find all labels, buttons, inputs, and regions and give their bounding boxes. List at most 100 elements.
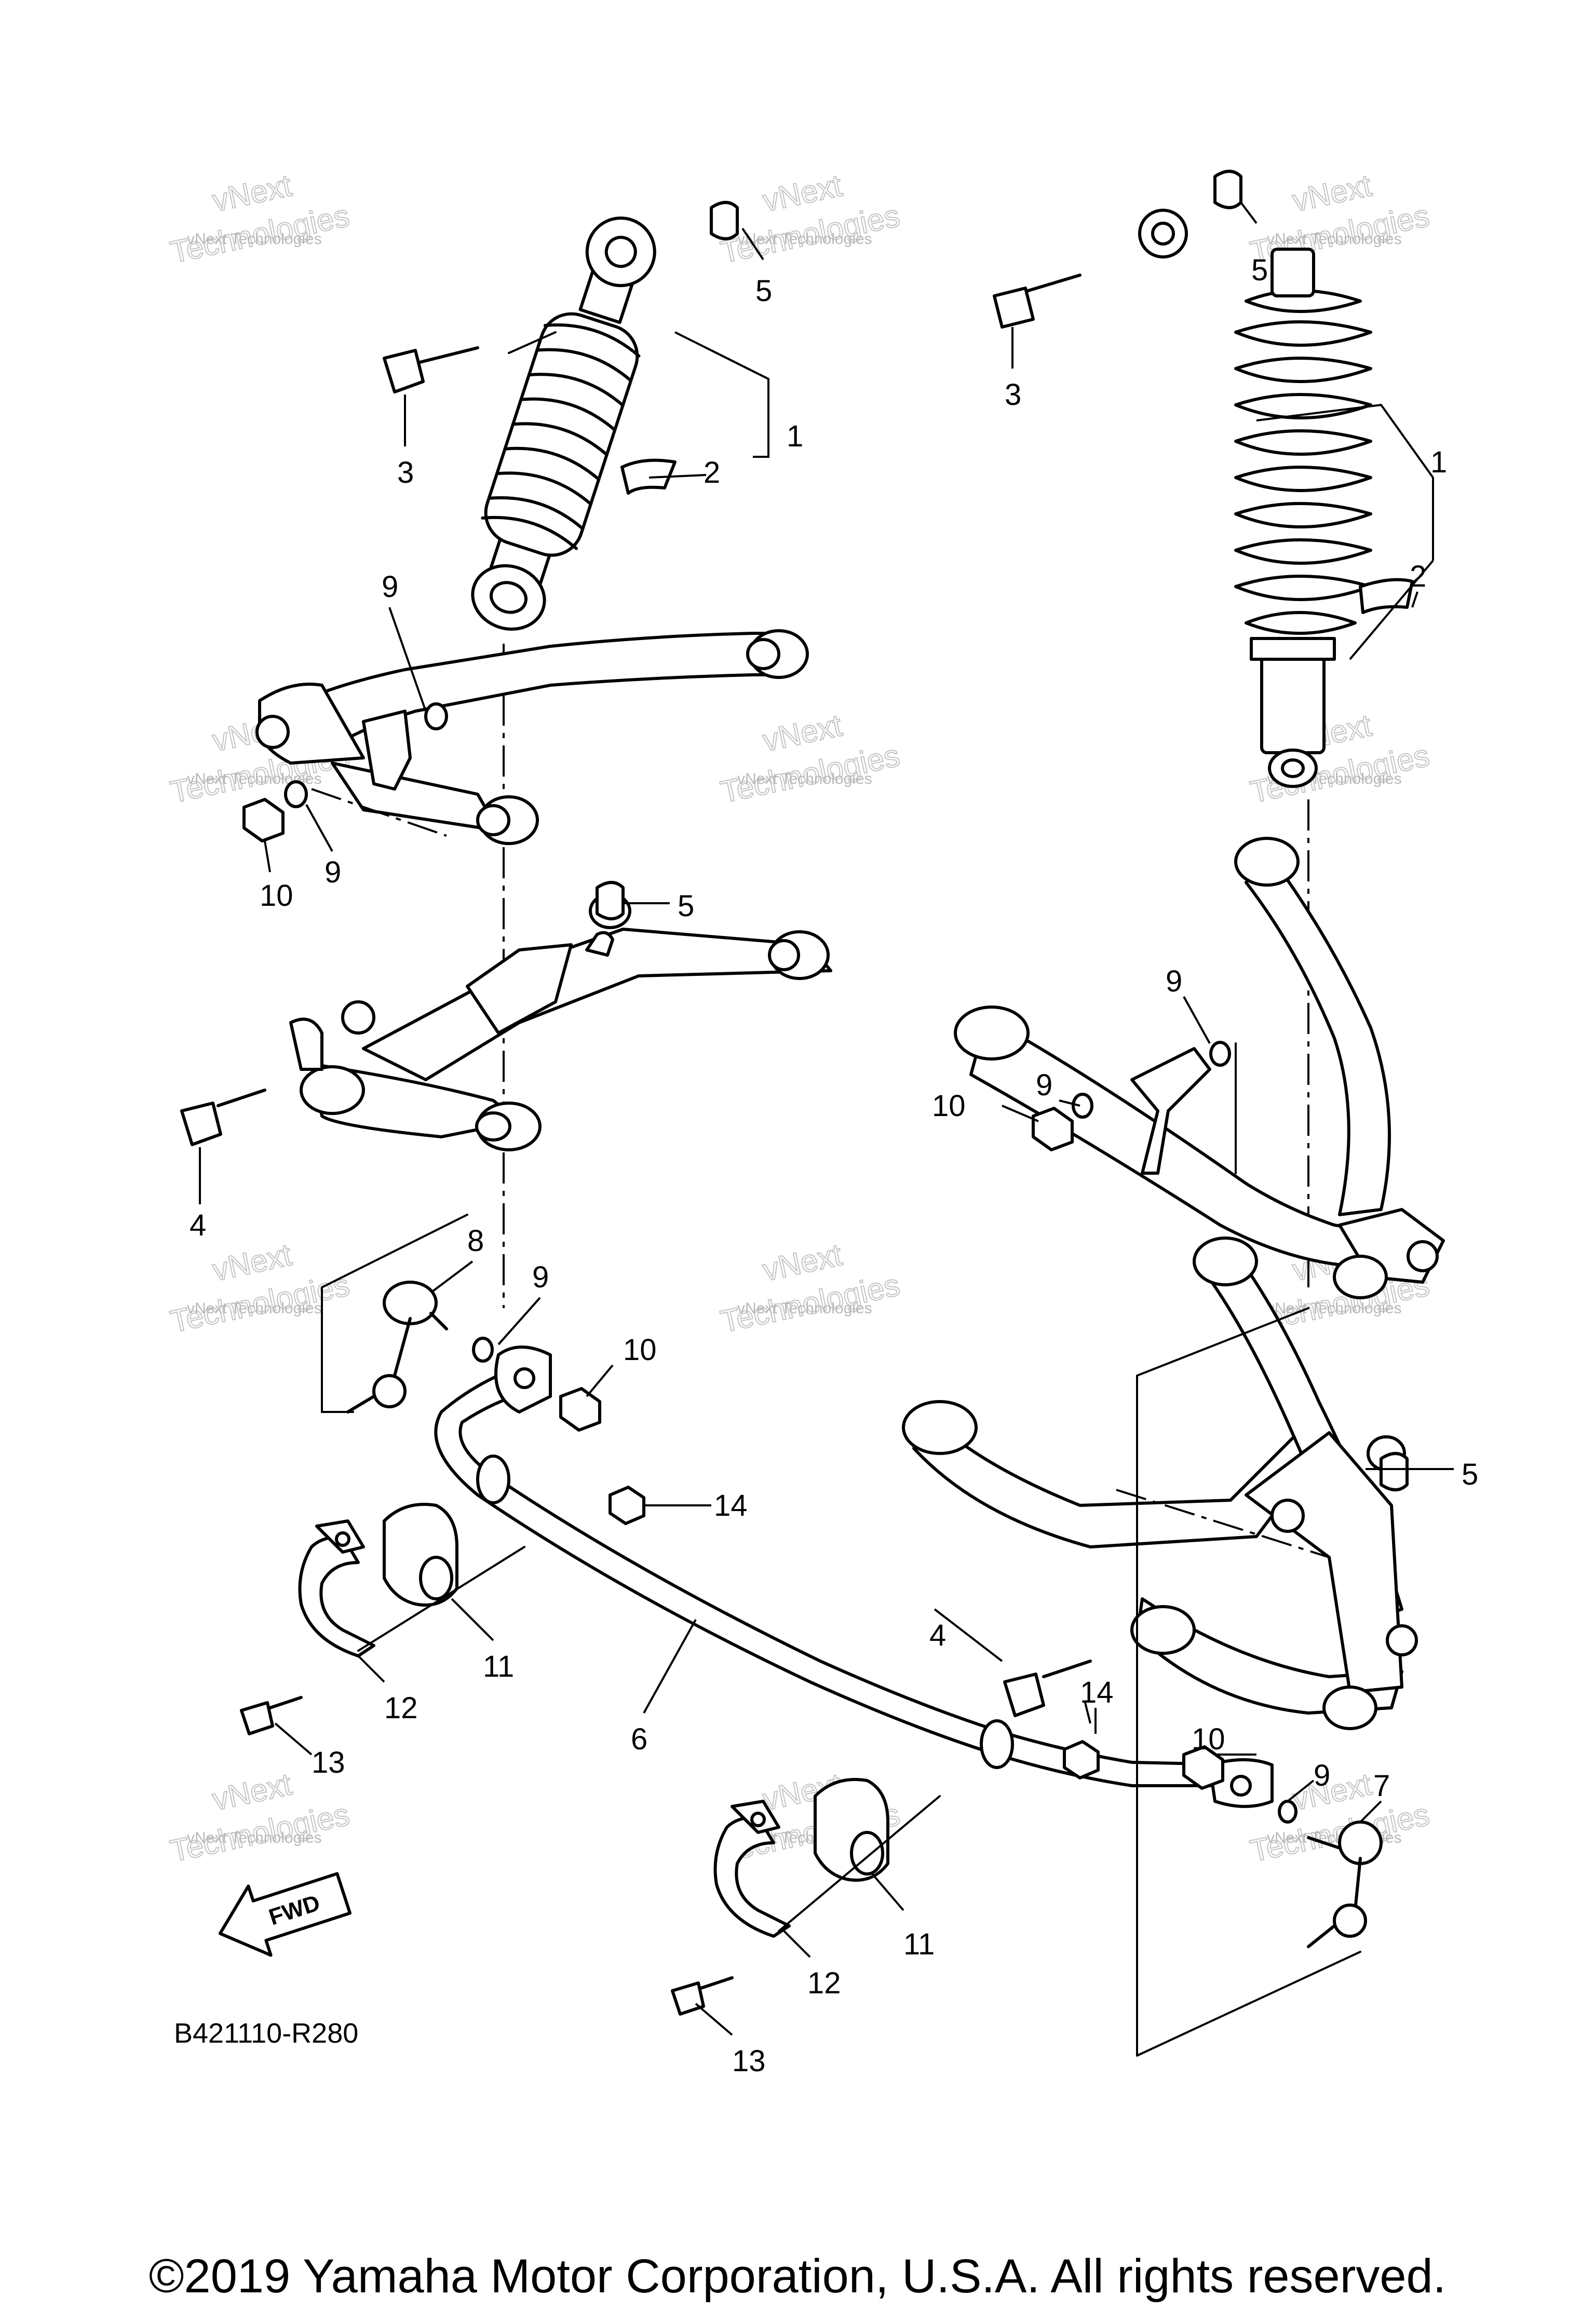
- watermark-small: vNext Technologies: [737, 770, 872, 787]
- stabilizer-link-right: [1307, 1820, 1383, 1948]
- watermark-small: vNext Technologies: [737, 1300, 872, 1317]
- callout-5: 5: [755, 274, 772, 308]
- callout-1: 1: [1430, 445, 1447, 479]
- nut-icon: [1032, 1107, 1074, 1151]
- stabilizer-link-left: [346, 1281, 448, 1414]
- callout-11: 11: [903, 1927, 935, 1961]
- callout-numbers: 1 1 2 2 3 3 4 4 5 5 5 5 6 7 8 9 9 9 9 9 …: [190, 253, 1478, 2078]
- callout-3: 3: [397, 456, 414, 490]
- callout-14: 14: [1080, 1676, 1114, 1709]
- washer-icon: [424, 702, 448, 730]
- callout-2: 2: [1410, 560, 1426, 593]
- callout-13: 13: [312, 1746, 345, 1779]
- watermark-top: vNext: [760, 168, 845, 218]
- callout-10: 10: [623, 1333, 657, 1367]
- label-plate-right: [1359, 578, 1414, 614]
- upper-arm-right: [954, 837, 1445, 1299]
- bolt-4-right: [1003, 1660, 1092, 1717]
- flange-nut-icon: [710, 201, 739, 240]
- lower-arm-right: [902, 1236, 1418, 1730]
- washer-icon: [1072, 1093, 1093, 1119]
- copyright-notice: ©2019 Yamaha Motor Corporation, U.S.A. A…: [148, 2250, 1447, 2303]
- watermark: vNext Technologies vNext Technologies: [167, 1766, 353, 1869]
- watermark-small: vNext Technologies: [187, 230, 322, 248]
- callout-4: 4: [190, 1208, 206, 1242]
- watermark-top: vNext: [209, 1766, 294, 1817]
- nut-icon: [1182, 1745, 1224, 1790]
- watermark-small: vNext Technologies: [1267, 1300, 1402, 1317]
- callout-5: 5: [1462, 1458, 1478, 1491]
- callout-9: 9: [1314, 1759, 1330, 1792]
- shock-absorber-right: [1138, 209, 1372, 788]
- callout-6: 6: [631, 1722, 647, 1756]
- callout-9: 9: [532, 1260, 549, 1294]
- label-plate-left: [620, 458, 677, 495]
- callout-10: 10: [260, 879, 293, 913]
- watermark-top: vNext: [760, 708, 845, 758]
- callout-10: 10: [932, 1089, 966, 1123]
- stabilizer-bar: [434, 1346, 1274, 1808]
- callout-1: 1: [787, 419, 803, 453]
- holder-left: [298, 1519, 375, 1657]
- callout-10: 10: [1192, 1722, 1225, 1756]
- callout-5: 5: [1251, 253, 1268, 287]
- nut-icon: [559, 1387, 601, 1432]
- callout-8: 8: [467, 1224, 484, 1258]
- callout-2: 2: [704, 456, 720, 490]
- bolt-13-left: [240, 1696, 303, 1735]
- nut-icon: [242, 798, 285, 842]
- washer-icon: [1209, 1041, 1231, 1067]
- watermark-top: vNext: [1289, 1766, 1374, 1817]
- washer-icon: [472, 1337, 494, 1363]
- callout-12: 12: [384, 1691, 418, 1725]
- watermark: vNext Technologies vNext Technologies: [717, 1236, 903, 1340]
- callout-9: 9: [1166, 964, 1182, 998]
- callout-9: 9: [325, 855, 341, 889]
- watermark-top: vNext: [1289, 168, 1374, 218]
- watermark: vNext Technologies vNext Technologies: [1247, 1766, 1433, 1869]
- watermark-top: vNext: [760, 1237, 845, 1287]
- bolt-4-left: [180, 1089, 266, 1146]
- watermark: vNext Technologies vNext Technologies: [167, 167, 353, 270]
- callout-9: 9: [1036, 1068, 1052, 1102]
- callout-11: 11: [483, 1650, 514, 1683]
- callout-7: 7: [1373, 1769, 1390, 1803]
- extension-lines: [321, 1042, 1361, 2057]
- holder-right: [713, 1800, 791, 1938]
- bushing-right: [814, 1778, 889, 1882]
- watermark-top: vNext: [209, 168, 294, 218]
- washer-icon: [284, 780, 308, 808]
- callout-3: 3: [1005, 378, 1021, 412]
- flange-nut-icon: [596, 881, 625, 920]
- fwd-arrow: FWD: [218, 1872, 352, 1957]
- flange-nut-icon: [1380, 1452, 1409, 1491]
- watermark: vNext Technologies vNext Technologies: [167, 1236, 353, 1340]
- callout-14: 14: [714, 1489, 748, 1523]
- diagram-code: B421110-R280: [174, 2018, 358, 2049]
- callout-5: 5: [678, 889, 694, 923]
- watermark-small: vNext Technologies: [187, 1300, 322, 1317]
- leader-lines: [199, 201, 1454, 2036]
- callout-13: 13: [732, 2044, 766, 2078]
- watermark-small: vNext Technologies: [187, 1829, 322, 1846]
- nut-icon: [1063, 1740, 1100, 1779]
- watermark-small: vNext Technologies: [1267, 230, 1402, 248]
- watermark: vNext Technologies vNext Technologies: [717, 167, 903, 270]
- watermark: vNext Technologies vNext Technologies: [717, 707, 903, 810]
- callout-12: 12: [807, 1966, 841, 2000]
- bolt-3-left: [383, 346, 479, 393]
- bolt-13-right: [671, 1976, 734, 2016]
- shock-absorber-left: [471, 216, 656, 631]
- lower-arm-left: [289, 928, 832, 1151]
- watermark-top: vNext: [209, 1237, 294, 1287]
- washer-icon: [1278, 1800, 1297, 1824]
- nut-icon: [609, 1486, 645, 1525]
- bushing-left: [383, 1503, 458, 1607]
- callout-9: 9: [382, 570, 398, 604]
- flange-nut-icon: [1213, 170, 1242, 209]
- callout-4: 4: [929, 1619, 946, 1652]
- watermark-small: vNext Technologies: [737, 230, 872, 248]
- upper-arm-left: [255, 629, 809, 845]
- bolt-3-right: [993, 274, 1082, 329]
